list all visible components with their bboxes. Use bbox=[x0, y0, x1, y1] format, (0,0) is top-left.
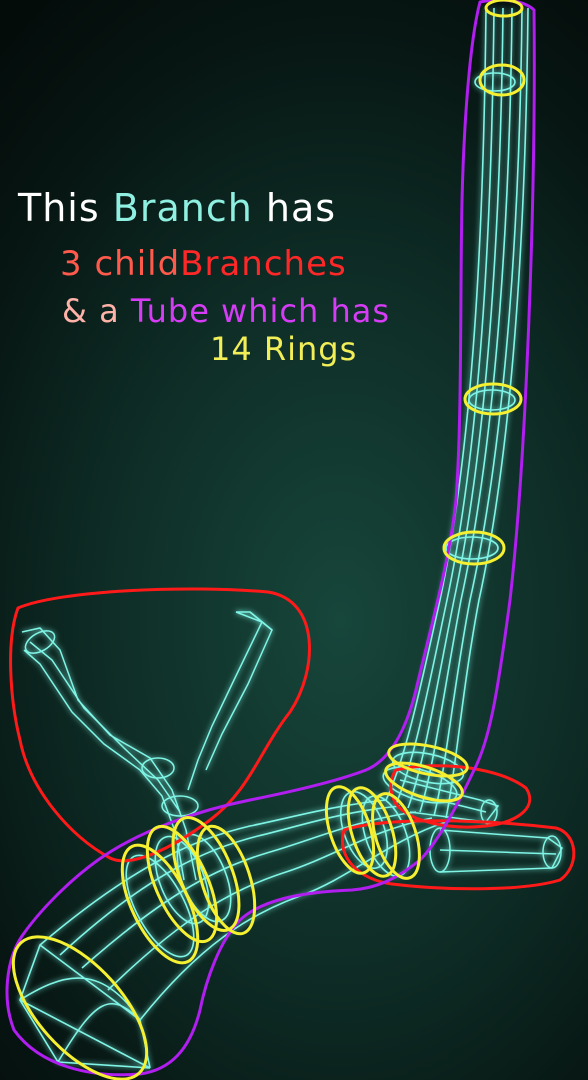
caption-branches: Branches bbox=[180, 244, 347, 284]
ring-marker bbox=[145, 824, 219, 944]
main-tube-wireframe bbox=[19, 7, 529, 1069]
caption-a: a bbox=[99, 292, 120, 330]
ring-marker bbox=[442, 530, 506, 566]
caption-branch: Branch bbox=[112, 186, 253, 230]
ring-marker bbox=[463, 382, 523, 416]
ring-marker bbox=[195, 824, 257, 936]
ring-highlights bbox=[11, 0, 526, 1080]
caption-has: has bbox=[265, 186, 337, 230]
ring-marker bbox=[11, 935, 149, 1080]
caption-line-2: 3 childBranches bbox=[60, 244, 347, 284]
caption-this: This bbox=[18, 186, 100, 230]
caption-line-3: & a Tube which has bbox=[62, 292, 390, 330]
caption-child: child bbox=[94, 244, 181, 284]
ring-marker bbox=[478, 63, 526, 97]
ring-marker bbox=[384, 761, 464, 803]
caption-line-1: This Branch has bbox=[18, 186, 336, 230]
caption-ring-count: 14 bbox=[210, 330, 253, 368]
ring-marker bbox=[346, 786, 398, 878]
caption-rings: Rings bbox=[263, 330, 358, 368]
ring-marker bbox=[387, 742, 469, 778]
child-branches-wireframe bbox=[21, 611, 563, 881]
caption-ampersand: & bbox=[62, 292, 88, 330]
caption-which-has: which has bbox=[221, 292, 390, 330]
caption-tube: Tube bbox=[130, 292, 210, 330]
ring-marker bbox=[484, 0, 524, 18]
tube-outline bbox=[5, 0, 536, 1077]
ring-marker bbox=[324, 785, 376, 875]
branch-outlines bbox=[9, 587, 576, 891]
caption-line-4: 14 Rings bbox=[210, 330, 357, 368]
ring-marker bbox=[371, 792, 421, 880]
caption-child-count: 3 bbox=[60, 244, 83, 284]
